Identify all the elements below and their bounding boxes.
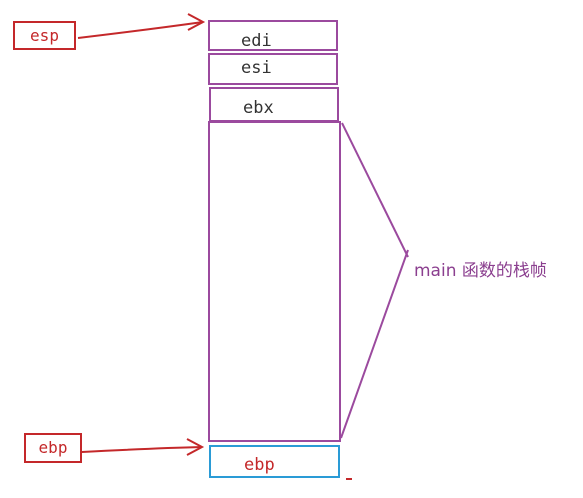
stack-cell-edi-label: edi [241, 31, 272, 51]
esp-register-label: esp [13, 21, 76, 50]
frame-brace-bottom-line [340, 249, 409, 439]
ebp-arrowhead [186, 438, 205, 456]
main-stack-frame-annotation: main 函数的栈帧 [414, 261, 547, 281]
ebp-pointer-arrow [81, 446, 203, 453]
stack-cell-edi [208, 20, 338, 51]
esp-arrowhead [187, 13, 206, 31]
stack-cell-saved-ebp-label: ebp [244, 455, 275, 475]
stack-cell-saved-ebp [209, 445, 340, 478]
main-stack-frame [208, 121, 341, 442]
stack-cell-ebx-label: ebx [243, 98, 274, 118]
stack-cell-esi-label: esi [241, 58, 272, 78]
frame-brace-top-line [341, 122, 409, 258]
stack-cell-esi [208, 53, 338, 85]
ebp-register-label: ebp [24, 433, 82, 463]
esp-pointer-arrow [77, 21, 204, 39]
